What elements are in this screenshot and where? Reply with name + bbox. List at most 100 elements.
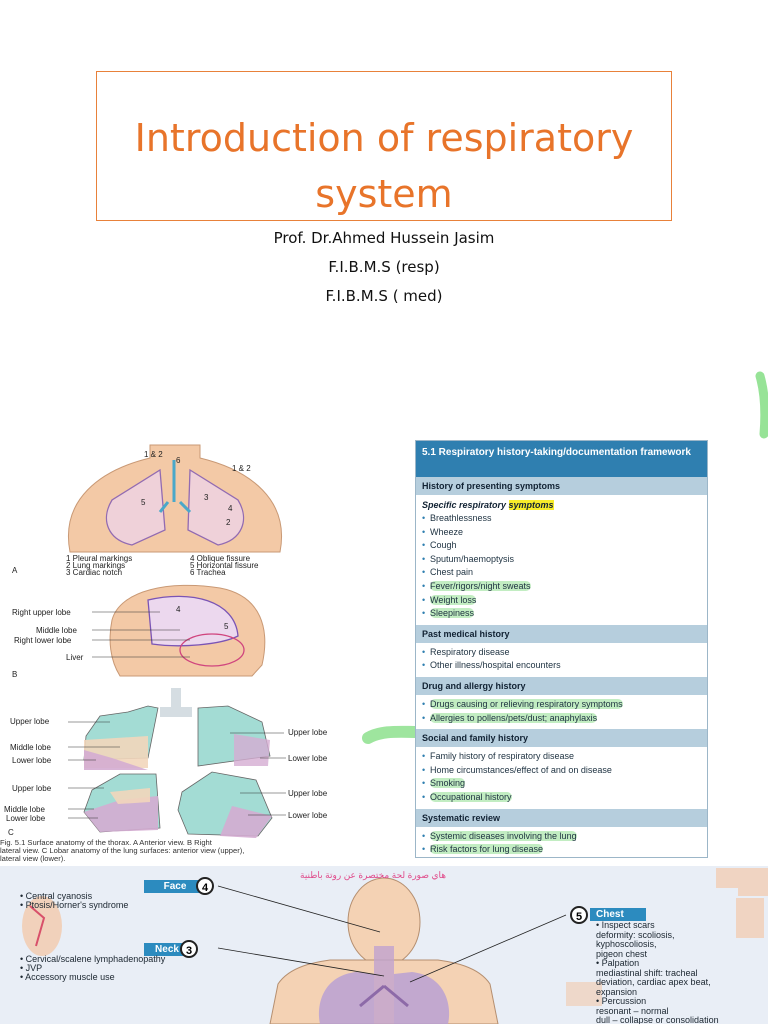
chest-item-7: deviation, cardiac apex beat,	[596, 977, 711, 987]
list-item: Allergies to pollens/pets/dust; anaphyla…	[422, 712, 701, 726]
chest-item-11: dull – collapse or consolidation	[596, 1015, 719, 1024]
qualification-line-2: F.I.B.M.S ( med)	[325, 287, 443, 305]
legend-1: 1 Pleural markings	[66, 554, 133, 563]
chest-item-6: mediastinal shift: tracheal	[596, 967, 698, 978]
arabic-note: هاي صورة لحة مختصرة عن روتة باطنية	[300, 870, 447, 880]
list-item: Systemic diseases involving the lung	[422, 830, 701, 844]
c-upper-right-lower-lobe: Lower lobe	[288, 754, 328, 763]
panel-b-label: B	[12, 670, 18, 679]
pmh-body: Respiratory disease Other illness/hospit…	[416, 642, 707, 677]
list-item: Weight loss	[422, 594, 701, 608]
c-lower-right-upper-lobe: Upper lobe	[288, 789, 328, 798]
list-item: Risk factors for lung disease	[422, 843, 701, 857]
label-middle-lobe: Middle lobe	[36, 626, 77, 635]
list-item: Smoking	[422, 777, 701, 791]
list-item: Respiratory disease	[422, 646, 701, 660]
highlighter-stroke	[362, 725, 422, 744]
section-past-medical-history: Past medical history	[416, 624, 707, 643]
chest-item-2: deformity: scoliosis,	[596, 929, 675, 940]
list-item: Sleepiness	[422, 607, 701, 621]
c-upper-lower-lobe: Lower lobe	[12, 756, 52, 765]
list-item: Sputum/haemoptysis	[422, 553, 701, 567]
figure-caption-2: lateral view. C Lobar anatomy of the lun…	[0, 846, 245, 855]
history-taking-box: 5.1 Respiratory history-taking/documenta…	[415, 440, 708, 858]
section-drug-allergy: Drug and allergy history	[416, 676, 707, 695]
list-item: Drugs causing or relieving respiratory s…	[422, 698, 701, 712]
mark-6: 4	[228, 504, 233, 513]
chest-item-10: resonant – normal	[596, 1005, 669, 1016]
list-item: Breathlessness	[422, 512, 701, 526]
list-item: Fever/rigors/night sweats	[422, 580, 701, 594]
list-item: Wheeze	[422, 526, 701, 540]
c-lower-lower-lobe: Lower lobe	[6, 814, 46, 823]
chest-item-4: pigeon chest	[596, 948, 648, 959]
figure-caption-1: Fig. 5.1 Surface anatomy of the thorax. …	[0, 838, 212, 847]
c-upper-upper-lobe: Upper lobe	[10, 717, 50, 726]
drug-body: Drugs causing or relieving respiratory s…	[416, 694, 707, 730]
legend-3: 3 Cardiac notch	[66, 568, 123, 577]
pen-stroke-mark	[755, 371, 768, 439]
section-social-family: Social and family history	[416, 729, 707, 748]
panel-c-label: C	[8, 828, 14, 837]
neck-item-2: • JVP	[20, 963, 43, 973]
qualification-line-1: F.I.B.M.S (resp)	[328, 258, 440, 276]
author-line: Prof. Dr.Ahmed Hussein Jasim	[273, 229, 495, 247]
mark-8: 4	[176, 605, 181, 614]
list-item: Cough	[422, 539, 701, 553]
body-illustration	[22, 868, 768, 1024]
chest-item-8: expansion	[596, 986, 638, 997]
chest-item-5: • Palpation	[596, 958, 640, 968]
face-number: 4	[196, 877, 214, 895]
list-item: Other illness/hospital encounters	[422, 659, 701, 673]
chest-item-3: kyphoscoliosis,	[596, 939, 657, 949]
specific-symptoms-heading: Specific respiratory symptoms	[422, 500, 554, 510]
c-lower-right-lower-lobe: Lower lobe	[288, 811, 328, 820]
c-upper-middle-lobe: Middle lobe	[10, 743, 51, 752]
chest-item-1: • Inspect scars	[596, 920, 655, 930]
mark-5: 5	[141, 498, 146, 507]
anatomy-figure: 1 & 2 6 1 & 2 3 5 4 2 4 5 1 Pleural mark…	[0, 440, 346, 864]
mark-9: 5	[224, 622, 229, 631]
section-systematic-review: Systematic review	[416, 808, 707, 827]
presenting-symptoms-body: Specific respiratory symptoms Breathless…	[416, 495, 707, 625]
list-item: Occupational history	[422, 791, 701, 805]
label-liver: Liver	[66, 653, 84, 662]
slide-title: Introduction of respiratory system	[134, 116, 634, 216]
label-right-lower-lobe: Right lower lobe	[14, 636, 72, 645]
neck-tag: Neck	[144, 943, 190, 956]
chest-item-9: • Percussion	[596, 996, 647, 1006]
title-frame	[96, 71, 672, 221]
c-upper-right-upper-lobe: Upper lobe	[288, 728, 328, 737]
neck-item-1: • Cervical/scalene lymphadenopathy	[20, 954, 166, 964]
box-title: 5.1 Respiratory history-taking/documenta…	[416, 441, 707, 477]
legend-5: 5 Horizontal fissure	[190, 561, 259, 570]
neck-number: 3	[180, 940, 198, 958]
mark-4: 3	[204, 493, 209, 502]
list-item: Chest pain	[422, 566, 701, 580]
neck-item-3: • Accessory muscle use	[20, 972, 115, 982]
section-presenting-symptoms: History of presenting symptoms	[416, 477, 707, 495]
c-lower-middle-lobe: Middle lobe	[4, 805, 45, 814]
mark-7: 2	[226, 518, 231, 527]
face-tag: Face	[144, 880, 206, 893]
figure-caption-3: lateral view (lower).	[0, 854, 66, 863]
mark-2: 6	[176, 456, 181, 465]
face-item-2: • Ptosis/Horner's syndrome	[20, 900, 129, 910]
panel-a-label: A	[12, 566, 18, 575]
review-body: Systemic diseases involving the lung Ris…	[416, 826, 707, 857]
examination-diagram: هاي صورة لحة مختصرة عن روتة باطنية Face …	[0, 866, 768, 1024]
list-item: Home circumstances/effect of and on dise…	[422, 764, 701, 778]
thorax-illustration	[68, 444, 286, 838]
face-item-1: • Central cyanosis	[20, 891, 93, 901]
legend-4: 4 Oblique fissure	[190, 554, 251, 563]
chest-number: 5	[570, 906, 588, 924]
social-body: Family history of respiratory disease Ho…	[416, 747, 707, 809]
legend-6: 6 Trachea	[190, 568, 226, 577]
list-item: Family history of respiratory disease	[422, 750, 701, 764]
legend-2: 2 Lung markings	[66, 561, 126, 570]
mark-3: 1 & 2	[232, 464, 251, 473]
label-right-upper-lobe: Right upper lobe	[12, 608, 71, 617]
mark-1: 1 & 2	[144, 450, 163, 459]
c-lower-upper-lobe: Upper lobe	[12, 784, 52, 793]
chest-tag: Chest	[590, 908, 646, 921]
